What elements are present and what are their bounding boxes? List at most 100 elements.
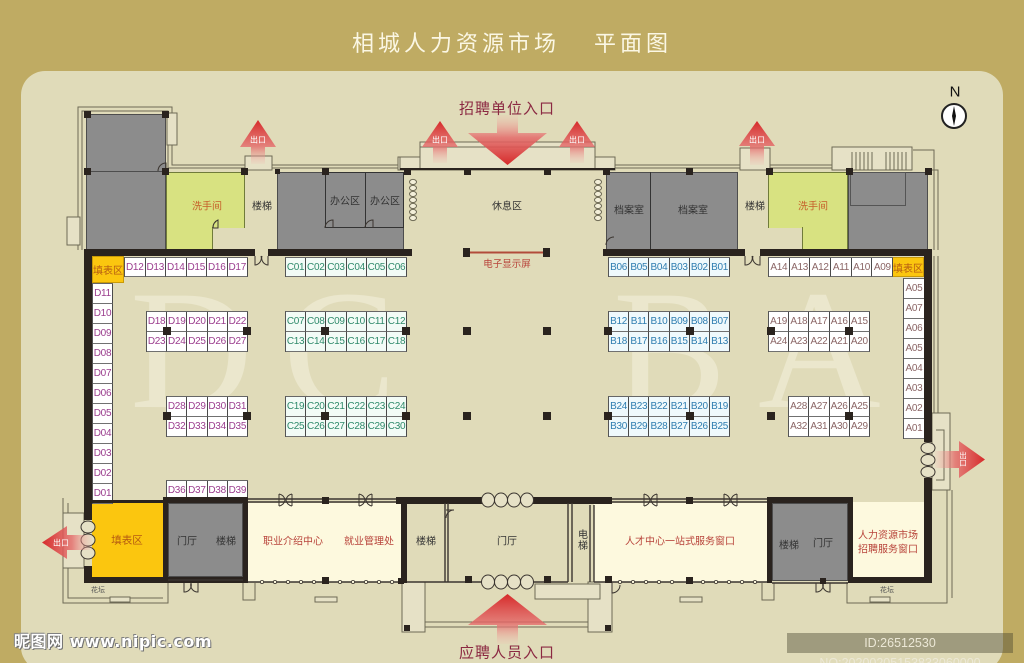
booth: B22 — [649, 397, 670, 417]
booth: B05 — [629, 258, 650, 277]
booth: A05 — [904, 279, 925, 299]
booth: D29 — [187, 397, 208, 417]
booth: A07 — [904, 299, 925, 319]
compass-needle-icon — [952, 106, 956, 126]
label-stairs-mid: 楼梯 — [416, 536, 436, 548]
booth: A25 — [849, 397, 870, 417]
booth: A15 — [849, 312, 870, 332]
booth: B06 — [609, 258, 630, 277]
booth: C04 — [346, 258, 367, 277]
label-talent-center: 人才中心一站式服务窗口 — [625, 536, 735, 548]
booth: C08 — [306, 312, 327, 332]
booth: C30 — [386, 417, 408, 437]
label-display-screen: 电子显示屏 — [483, 259, 531, 270]
exit-label-top-left: 出口 — [250, 135, 266, 145]
booth: C29 — [366, 417, 387, 437]
booth: A19 — [769, 312, 790, 332]
restroom-east-alcove — [802, 227, 848, 250]
booth: B26 — [689, 417, 710, 437]
booth: C21 — [326, 397, 347, 417]
label-office-2: 办公区 — [370, 196, 400, 208]
label-stairs-east-top: 楼梯 — [745, 201, 765, 213]
booth: D06 — [93, 384, 113, 404]
booth: C10 — [346, 312, 367, 332]
booth: C12 — [386, 312, 408, 332]
booth: B15 — [669, 332, 690, 352]
booth: B25 — [709, 417, 731, 437]
form-area-northwest: 填表区 — [92, 256, 124, 283]
booth: D05 — [93, 404, 113, 424]
archive-divider — [650, 172, 651, 250]
booth: A22 — [809, 332, 830, 352]
booth: D26 — [207, 332, 228, 352]
booth: A06 — [904, 319, 925, 339]
booth: A16 — [829, 312, 850, 332]
booth: B13 — [709, 332, 731, 352]
booth: B19 — [709, 397, 731, 417]
booth: D13 — [145, 258, 166, 277]
booth: B01 — [709, 258, 731, 277]
booth: B29 — [629, 417, 650, 437]
booth: D17 — [227, 258, 248, 277]
label-stairs-west-top: 楼梯 — [252, 201, 272, 213]
label-archive-2: 档案室 — [678, 205, 708, 217]
booth: A28 — [789, 397, 810, 417]
title-sub: 平面图 — [594, 32, 673, 57]
booth: C02 — [306, 258, 327, 277]
booth: B10 — [649, 312, 670, 332]
room-northeast-inner — [850, 172, 906, 206]
booth: A31 — [809, 417, 830, 437]
watermark-id: ID:26512530 NO:20200205153833060000 — [787, 633, 1013, 663]
booth: A05 — [904, 339, 925, 359]
booth: B16 — [649, 332, 670, 352]
booth: C20 — [306, 397, 327, 417]
booth: B23 — [629, 397, 650, 417]
booth: A21 — [829, 332, 850, 352]
booth: C16 — [346, 332, 367, 352]
room-northwest-lower — [86, 171, 166, 250]
label-flower-bed-west: 花坛 — [91, 586, 105, 594]
booth: D20 — [187, 312, 208, 332]
form-area-northeast: 填表区 — [892, 257, 924, 277]
booth: B24 — [609, 397, 630, 417]
booth: A27 — [809, 397, 830, 417]
booth: B28 — [649, 417, 670, 437]
booth: B14 — [689, 332, 710, 352]
booth: C07 — [286, 312, 307, 332]
booth: A11 — [831, 258, 852, 277]
booth: A01 — [904, 419, 925, 439]
job-intro-center — [248, 503, 401, 582]
booth: C11 — [366, 312, 387, 332]
booth: A12 — [810, 258, 832, 277]
label-hr-window-line1: 人力资源市场 — [858, 530, 918, 542]
booth: D24 — [167, 332, 188, 352]
label-lobby-west: 门厅 — [177, 536, 197, 548]
booth: D38 — [207, 481, 228, 501]
booth: D07 — [93, 364, 113, 384]
booth: B21 — [669, 397, 690, 417]
exit-label-top-mid-right: 出口 — [569, 135, 585, 145]
booth: C18 — [386, 332, 408, 352]
label-lobby-mid: 门厅 — [497, 536, 517, 548]
booth: A30 — [829, 417, 850, 437]
exit-arrow-top-mid-right-icon — [559, 121, 595, 163]
label-restroom-west: 洗手间 — [192, 201, 222, 213]
booth: C13 — [286, 332, 307, 352]
employer-entrance-arrow-icon — [468, 115, 547, 167]
booth: D39 — [227, 481, 248, 501]
label-stairs-east-bottom: 楼梯 — [779, 540, 799, 552]
booth: C27 — [326, 417, 347, 437]
booth: C26 — [306, 417, 327, 437]
label-stairs-west-bottom: 楼梯 — [216, 536, 236, 548]
booth: A29 — [849, 417, 870, 437]
label-rest-area: 休息区 — [492, 201, 522, 213]
applicant-entrance-arrow-icon — [468, 594, 547, 644]
booth: A24 — [769, 332, 790, 352]
booth: B03 — [669, 258, 690, 277]
booth: C25 — [286, 417, 307, 437]
